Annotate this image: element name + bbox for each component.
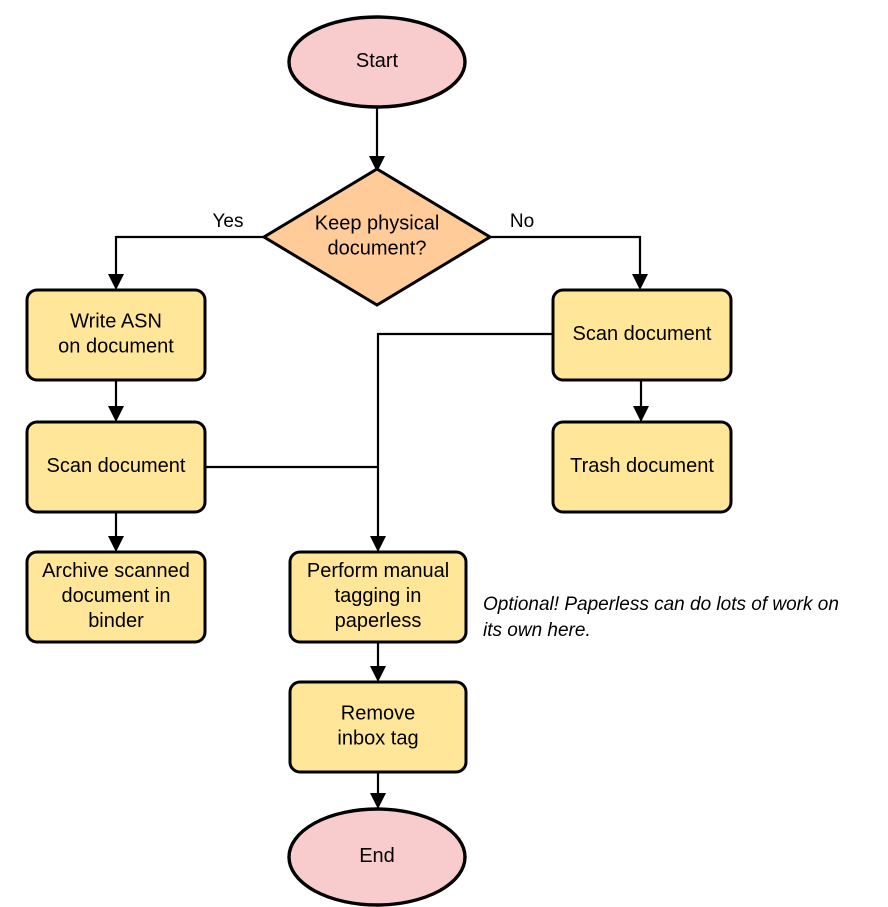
terminator-shape — [287, 807, 467, 907]
node-scan-document-right[interactable]: Scan document — [551, 288, 733, 382]
process-shape — [25, 420, 207, 514]
arrowhead-icon — [370, 666, 386, 682]
arrowhead-icon — [370, 536, 386, 552]
edge-scan-left-to-archive — [108, 512, 124, 552]
edges-layer: Yes No — [108, 107, 649, 809]
process-shape — [288, 550, 468, 644]
edge-label-yes: Yes — [213, 211, 244, 232]
terminator-shape — [287, 15, 467, 109]
arrowhead-icon — [108, 274, 124, 290]
process-shape — [551, 420, 733, 514]
annotation-optional-note: Optional! Paperless can do lots of work … — [483, 594, 839, 641]
edge-start-to-decision — [369, 107, 385, 172]
process-shape — [25, 288, 207, 382]
edge-line — [376, 332, 553, 544]
edge-line — [114, 235, 264, 282]
node-start[interactable]: Start — [287, 15, 467, 109]
process-shape — [551, 288, 733, 382]
arrowhead-icon — [108, 536, 124, 552]
annotations-layer: Optional! Paperless can do lots of work … — [483, 594, 839, 641]
process-shape — [288, 680, 468, 774]
arrowhead-icon — [108, 406, 124, 422]
node-scan-document-left[interactable]: Scan document — [25, 420, 207, 514]
edge-decision-no-to-scan-right: No — [490, 211, 648, 290]
node-label: Scan document — [47, 455, 186, 477]
arrowhead-icon — [632, 274, 648, 290]
edge-scan-right-to-manual-tagging — [370, 332, 553, 552]
edge-decision-yes-to-write-asn: Yes — [108, 211, 264, 290]
arrowhead-icon — [370, 793, 386, 809]
node-trash-document[interactable]: Trash document — [551, 420, 733, 514]
node-end[interactable]: End — [287, 807, 467, 907]
arrowhead-icon — [633, 406, 649, 422]
node-label: End — [359, 845, 395, 867]
edge-scan-right-to-trash — [633, 380, 649, 422]
edge-remove-inbox-to-end — [370, 772, 386, 809]
node-label: Start — [356, 50, 399, 72]
arrowhead-icon — [369, 156, 385, 172]
decision-shape — [261, 167, 493, 307]
edge-line — [490, 235, 642, 282]
node-label: Scan document — [573, 323, 712, 345]
edge-label-no: No — [510, 211, 534, 232]
process-shape — [25, 550, 207, 644]
edge-write-asn-to-scan-left — [108, 380, 124, 422]
node-label: Trash document — [570, 455, 714, 477]
edge-manual-tagging-to-remove-inbox — [370, 642, 386, 682]
